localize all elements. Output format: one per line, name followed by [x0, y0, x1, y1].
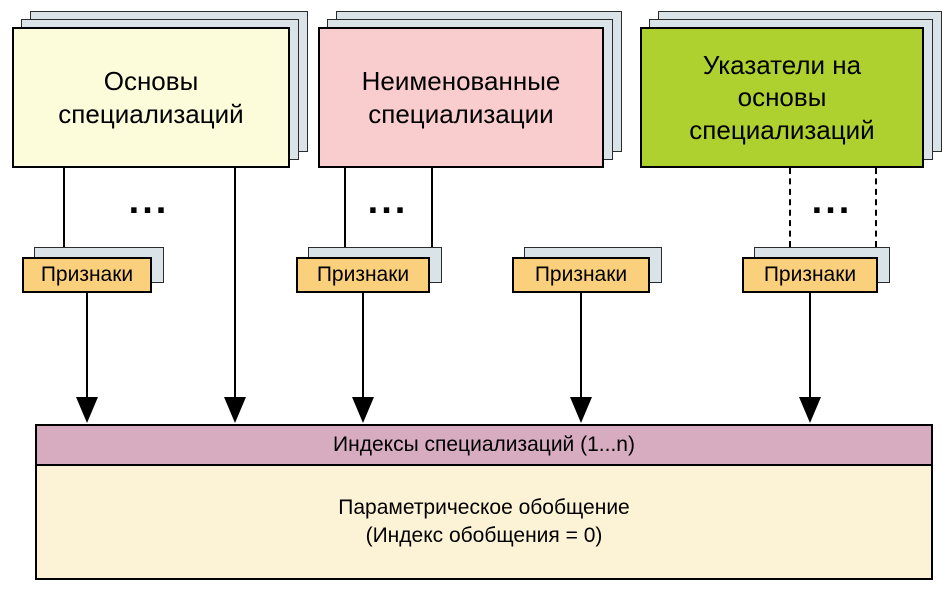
- features-box-label: Признаки: [534, 263, 628, 286]
- connector-line: [431, 168, 433, 247]
- bases-box-label: Основы специализаций: [58, 66, 244, 129]
- arrow-down-icon: [570, 397, 592, 423]
- arrow-line: [809, 293, 811, 398]
- features-box: Признаки: [742, 257, 878, 293]
- features-box: Признаки: [22, 257, 152, 293]
- arrow-line: [580, 293, 582, 398]
- features-box-label: Признаки: [763, 263, 857, 286]
- features-box: Признаки: [296, 257, 430, 293]
- arrow-down-icon: [76, 397, 98, 423]
- ellipsis: ...: [811, 180, 853, 222]
- generalization-label: Параметрическое обобщение (Индекс обобще…: [338, 495, 630, 547]
- arrow-down-icon: [799, 397, 821, 423]
- index-bar: Индексы специализаций (1...n): [37, 426, 931, 466]
- arrow-line: [86, 293, 88, 398]
- arrow-line: [362, 293, 364, 398]
- features-box-label: Признаки: [316, 263, 410, 286]
- generalization-box: Параметрическое обобщение (Индекс обобще…: [37, 466, 931, 578]
- arrow-down-icon: [224, 397, 246, 423]
- unnamed-specializations-box: Неименованные специализации: [318, 27, 604, 168]
- unnamed-specializations-box-label: Неименованные специализации: [361, 66, 561, 129]
- arrow-down-icon: [352, 397, 374, 423]
- index-bar-label: Индексы специализаций (1...n): [333, 433, 635, 456]
- connector-line-dashed: [789, 168, 791, 247]
- connector-line: [63, 168, 65, 247]
- generalization-structure: Индексы специализаций (1...n) Параметрич…: [35, 424, 933, 580]
- connector-line: [344, 168, 346, 247]
- connector-line-dashed: [875, 168, 877, 247]
- features-box-label: Признаки: [40, 263, 134, 286]
- ellipsis: ...: [128, 180, 170, 222]
- ellipsis: ...: [367, 180, 409, 222]
- pointers-box-label: Указатели на основы специализаций: [689, 49, 875, 145]
- features-box: Признаки: [512, 257, 650, 293]
- pointers-box: Указатели на основы специализаций: [640, 27, 924, 168]
- connector-line-long: [234, 168, 236, 398]
- bases-box: Основы специализаций: [12, 27, 290, 168]
